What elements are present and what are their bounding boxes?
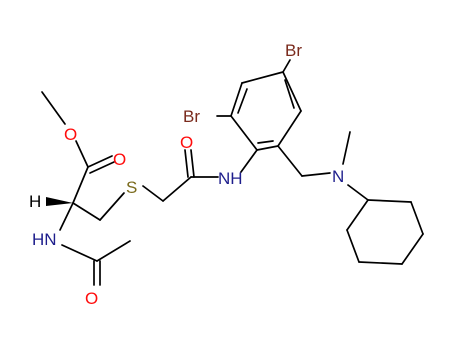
bond-ch2-s bbox=[99, 192, 125, 221]
bond-amide-o-double-a bbox=[184, 149, 189, 178]
cyhex-bond-5 bbox=[346, 229, 360, 263]
atom-o-ester-double: O bbox=[113, 150, 126, 169]
bond-carbonyl-o-double-b bbox=[89, 161, 115, 174]
atom-nh-acetyl: HN bbox=[32, 230, 57, 249]
ring-double-2 bbox=[284, 79, 295, 109]
bond-ch2-amidec bbox=[162, 176, 192, 202]
bond-alpha-nh bbox=[59, 202, 74, 231]
atom-h-stereo: H bbox=[29, 192, 41, 211]
bond-carbonyl-o-double-a bbox=[87, 155, 113, 168]
bond-ring-br-top bbox=[282, 59, 291, 73]
cyhex-bond-3 bbox=[401, 233, 424, 265]
atom-br-top: Br bbox=[285, 41, 302, 60]
ring-bond-2 bbox=[230, 82, 243, 117]
bond-o-carbonyl bbox=[75, 140, 89, 168]
ring-bond-3 bbox=[241, 71, 284, 84]
ring-double-3 bbox=[257, 140, 274, 144]
cyhex-bond-6 bbox=[346, 199, 369, 231]
bond-nh-acetylc bbox=[61, 244, 98, 262]
atom-sulfur: S bbox=[126, 178, 137, 197]
atom-nh-amide: NH bbox=[218, 169, 243, 188]
ring-double-1 bbox=[237, 88, 248, 114]
bond-ring-ch2 bbox=[277, 145, 303, 177]
bond-n-methyl bbox=[342, 131, 351, 165]
bond-methyl-o bbox=[41, 91, 66, 125]
ring-bond-1 bbox=[230, 115, 258, 151]
bond-amide-o-double-b bbox=[190, 149, 195, 178]
bond-carbonyl-alpha bbox=[72, 166, 89, 204]
bond-alpha-ch2 bbox=[72, 202, 101, 221]
bond-n-ring bbox=[240, 149, 258, 173]
bond-acetylc-methyl bbox=[96, 240, 131, 262]
bond-ch2-n bbox=[301, 172, 331, 177]
atom-o-amide: O bbox=[180, 133, 193, 152]
ring-bond-6 bbox=[256, 145, 279, 151]
bond-n-cyclohexyl bbox=[347, 184, 369, 201]
bond-s-ch2 bbox=[142, 185, 164, 202]
atom-br-left: Br bbox=[183, 107, 200, 126]
atom-n-amine: N bbox=[332, 167, 344, 186]
atom-o-ester-single: O bbox=[64, 125, 77, 144]
ring-bond-5 bbox=[277, 110, 302, 147]
atom-labels: O O H S O NH Br Br N HN O bbox=[29, 41, 344, 308]
cyhex-bond-1 bbox=[367, 199, 412, 203]
bonds bbox=[41, 59, 424, 286]
bond-wedge-h bbox=[46, 197, 73, 206]
cyhex-bond-2 bbox=[410, 201, 424, 235]
cyhex-bond-4 bbox=[358, 261, 403, 265]
ring-bond-4 bbox=[282, 71, 302, 112]
atom-o-acetyl: O bbox=[85, 289, 98, 308]
